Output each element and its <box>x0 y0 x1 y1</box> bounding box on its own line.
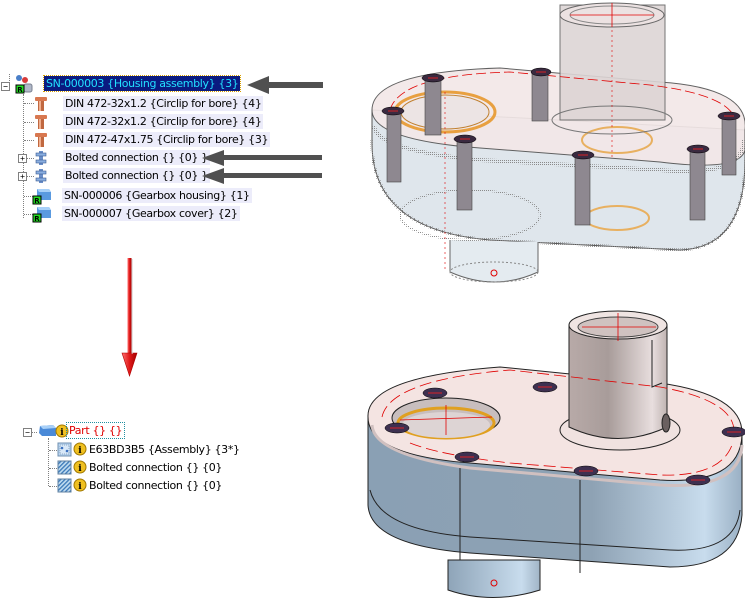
tree-item-bolted-connection-feature-1[interactable]: Bolted connection {} {0} <box>87 459 224 476</box>
tree-item-label: E63BD3B5 {Assembly} {3*} <box>89 443 240 456</box>
tree-guide-line <box>24 140 34 141</box>
tree-guide-line <box>49 450 57 451</box>
collapse-toggle[interactable]: − <box>1 82 10 91</box>
tree-guide-line <box>24 103 34 104</box>
release-badge: R <box>34 197 40 205</box>
collapse-toggle[interactable]: − <box>23 428 32 437</box>
bolted-connection-icon <box>35 169 47 183</box>
release-badge: R <box>34 215 40 223</box>
tree-guide-line <box>49 486 57 487</box>
info-icon: i <box>73 442 87 456</box>
svg-text:i: i <box>78 446 82 456</box>
tree-item-circlip-2[interactable]: DIN 472-32x1.2 {Circlip for bore} {4} <box>63 113 264 130</box>
callout-arrow-bolted-2 <box>202 168 322 184</box>
tree-item-gearbox-housing[interactable]: SN-000006 {Gearbox housing} {1} <box>62 187 252 204</box>
tree-item-label: Bolted connection {} {0} } <box>63 150 210 165</box>
tree-guide-line <box>24 214 33 215</box>
tree-item-label: SN-000006 {Gearbox housing} {1} <box>62 188 252 203</box>
tree-item-label: Bolted connection {} {0} <box>89 461 223 474</box>
tree-guide-line <box>49 468 57 469</box>
tree-guide-line <box>27 176 34 177</box>
part-icon: R <box>32 189 51 205</box>
tree-item-housing-assembly[interactable]: SN-000003 {Housing assembly} {3} <box>42 75 242 92</box>
part-icon: R <box>32 207 51 223</box>
info-icon: i <box>73 478 87 492</box>
tree-item-label: SN-000003 {Housing assembly} {3} <box>42 75 242 92</box>
standard-part-icon <box>35 133 47 147</box>
tree-item-assembly-feature[interactable]: E63BD3B5 {Assembly} {3*} <box>87 441 242 458</box>
info-icon: i <box>55 424 69 438</box>
tree-item-bolted-connection-2[interactable]: Bolted connection {} {0} } <box>63 167 210 184</box>
tree-guide-line <box>27 158 34 159</box>
tree-guide-line <box>48 438 49 486</box>
tree-item-label: DIN 472-32x1.2 {Circlip for bore} {4} <box>63 96 264 111</box>
tree-item-label: Part {} {} <box>65 422 126 439</box>
part-icon <box>39 425 56 436</box>
expand-toggle[interactable]: + <box>18 172 27 181</box>
tree-item-label: DIN 472-47x1.75 {Circlip for bore} {3} <box>63 132 271 147</box>
assembly-icon: R <box>15 75 33 94</box>
tree-guide-line <box>24 196 33 197</box>
bolted-connection-feature-icon <box>57 460 72 475</box>
svg-text:i: i <box>60 428 64 438</box>
tree-item-part[interactable]: Part {} {} <box>65 422 126 439</box>
bolted-connection-feature-icon <box>57 478 72 493</box>
tree-item-label: DIN 472-32x1.2 {Circlip for bore} {4} <box>63 114 264 129</box>
tree-guide-line <box>24 122 34 123</box>
tree-item-bolted-connection-1[interactable]: Bolted connection {} {0} } <box>63 149 210 166</box>
tree-item-bolted-connection-feature-2[interactable]: Bolted connection {} {0} <box>87 477 224 494</box>
housing-assembly-shaded-model <box>367 310 745 598</box>
tree-item-circlip-1[interactable]: DIN 472-32x1.2 {Circlip for bore} {4} <box>63 95 264 112</box>
svg-text:i: i <box>78 464 82 474</box>
bolted-connection-icon <box>35 151 47 165</box>
tree-item-label: Bolted connection {} {0} } <box>63 168 210 183</box>
release-badge: R <box>17 86 23 94</box>
tree-guide-line <box>31 432 37 433</box>
tree-item-gearbox-cover[interactable]: SN-000007 {Gearbox cover} {2} <box>62 205 240 222</box>
callout-arrow-root <box>247 76 323 94</box>
transform-arrow-down-icon <box>121 258 138 377</box>
assembly-feature-icon <box>57 442 72 457</box>
tree-item-circlip-3[interactable]: DIN 472-47x1.75 {Circlip for bore} {3} <box>63 131 271 148</box>
tree-item-label: SN-000007 {Gearbox cover} {2} <box>62 206 240 221</box>
callout-arrow-bolted-1 <box>202 150 322 166</box>
expand-toggle[interactable]: + <box>18 154 27 163</box>
standard-part-icon <box>35 115 47 129</box>
info-icon: i <box>73 460 87 474</box>
svg-text:i: i <box>78 482 82 492</box>
housing-assembly-transparent-model <box>370 2 745 283</box>
tree-guide-line <box>9 74 10 83</box>
standard-part-icon <box>35 97 47 111</box>
tree-item-label: Bolted connection {} {0} <box>89 479 223 492</box>
